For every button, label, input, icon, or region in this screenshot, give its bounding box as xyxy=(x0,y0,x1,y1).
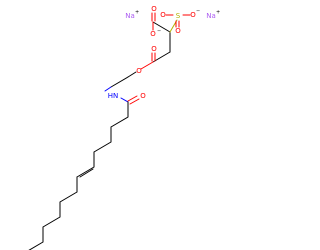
bond-ch2b-n xyxy=(104,86,112,92)
sulfo-o-left-label: O xyxy=(160,11,166,19)
bond-ch2a-ch2b xyxy=(110,76,129,88)
bond-c1-c2 xyxy=(152,21,171,33)
chain-lower xyxy=(28,176,78,250)
carboxyl-o-charge: − xyxy=(157,29,161,35)
structure-diagram: Na + O O − S O O − O Na + O O HN O xyxy=(28,5,221,250)
bond-camide-o-a xyxy=(127,95,138,102)
atom-labels: Na + O O − S O O − O Na + O O HN O xyxy=(108,5,220,100)
carboxyl-o-single-label: O xyxy=(150,30,156,38)
bond-c4-o-ester xyxy=(140,61,154,70)
amide-bonds xyxy=(120,95,140,105)
bond-camide-o-b xyxy=(129,98,140,105)
bond-o-ch2a xyxy=(127,71,137,78)
sodium-right-label: Na xyxy=(206,12,216,20)
sulfo-o-right-label: O xyxy=(190,11,196,19)
amide-o-label: O xyxy=(140,92,146,100)
headgroup-bonds xyxy=(140,12,191,70)
bond-c3-c4 xyxy=(152,51,171,63)
sulfo-o-bottom-label: O xyxy=(175,27,181,35)
ester-o-single-label: O xyxy=(136,67,142,75)
bond-n-camide xyxy=(120,97,129,103)
sodium-left-charge: + xyxy=(135,10,139,16)
chain-upper xyxy=(76,101,129,178)
alkyl-chain xyxy=(28,101,129,250)
amide-nh-label: HN xyxy=(108,92,119,100)
carboxyl-o-double-label: O xyxy=(151,5,157,13)
sulfo-o-charge: − xyxy=(196,9,200,15)
ester-o-double-label: O xyxy=(151,45,157,53)
sodium-right-charge: + xyxy=(216,10,220,16)
sodium-left-label: Na xyxy=(125,12,135,20)
chain-double-bond-inner xyxy=(79,168,94,178)
sulfur-label: S xyxy=(176,12,181,20)
linker-bonds xyxy=(104,71,137,92)
